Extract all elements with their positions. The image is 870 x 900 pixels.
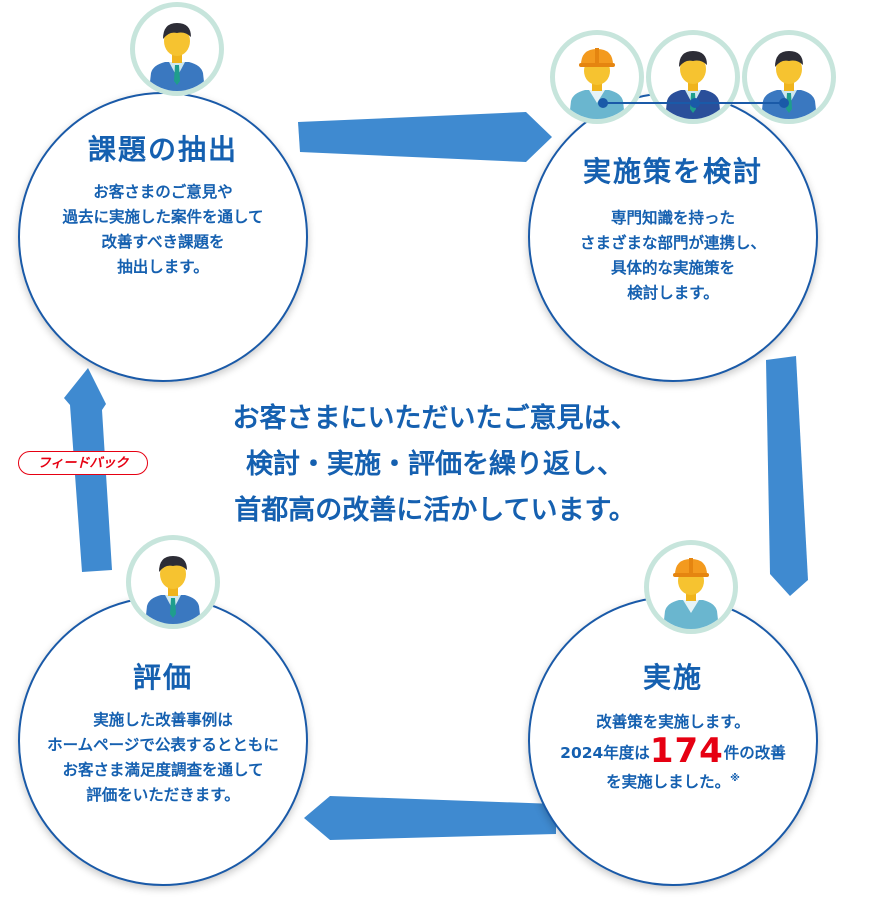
step-extract-issues: 課題の抽出 お客さまのご意見や 過去に実施した案件を通して 改善すべき課題を 抽… <box>18 92 308 382</box>
improvement-count: 174 <box>649 731 724 771</box>
connector-dot <box>690 98 700 108</box>
footnote-mark: ※ <box>730 773 740 784</box>
businessman-icon <box>742 30 836 124</box>
step-description: 専門知識を持った さまざまな部門が連携し、 具体的な実施策を 検討します。 <box>579 209 766 302</box>
businessman-icon <box>646 30 740 124</box>
businessman-icon <box>130 2 224 96</box>
step-title: 実施策を検討 <box>582 155 763 188</box>
step-evaluation: 評価 実施した改善事例は ホームページで公表するとともに お客さま満足度調査を通… <box>18 596 308 886</box>
feedback-badge: フィードバック <box>18 451 148 475</box>
step-title: 実施 <box>642 661 703 694</box>
center-message: お客さまにいただいたご意見は、 検討・実施・評価を繰り返し、 首都高の改善に活か… <box>232 403 638 526</box>
step-implementation: 実施 改善策を実施します。 2024年度は174件の改善 を実施しました。※ <box>528 596 818 886</box>
step-description: お客さまのご意見や 過去に実施した案件を通して 改善すべき課題を 抽出します。 <box>62 183 264 276</box>
step-examine-measures: 実施策を検討 専門知識を持った さまざまな部門が連携し、 具体的な実施策を 検討… <box>528 92 818 382</box>
connector-dot <box>779 98 789 108</box>
arrow-examine-to-implement <box>766 356 808 596</box>
step-title: 評価 <box>132 661 193 694</box>
worker-hardhat-icon <box>550 30 644 124</box>
step-description: 実施した改善事例は ホームページで公表するとともに お客さま満足度調査を通して … <box>47 711 279 804</box>
businessman-icon <box>126 535 220 629</box>
worker-hardhat-icon <box>644 540 738 634</box>
arrow-extract-to-examine <box>298 112 552 162</box>
arrow-implement-to-evaluate <box>304 796 556 840</box>
connector-dot <box>598 98 608 108</box>
step-title: 課題の抽出 <box>87 133 238 166</box>
step-description: 改善策を実施します。 2024年度は174件の改善 を実施しました。※ <box>560 713 786 791</box>
